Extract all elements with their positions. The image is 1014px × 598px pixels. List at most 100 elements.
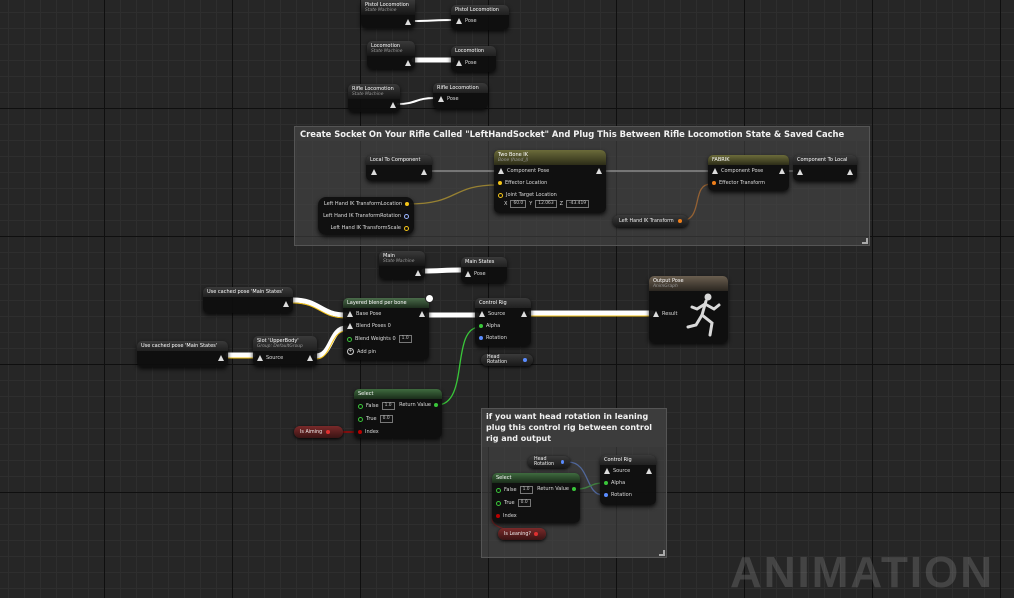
- pose-pin-icon[interactable]: [421, 169, 427, 175]
- false-value-field[interactable]: 1.0: [519, 486, 533, 494]
- cached-pose-node-2[interactable]: Use cached pose 'Main States': [137, 341, 228, 367]
- control-rig-node-2[interactable]: Control Rig Source Alpha Rotation: [600, 455, 656, 505]
- bool-pin-icon[interactable]: [533, 532, 538, 536]
- pose-pin-icon[interactable]: [456, 18, 462, 24]
- pose-pin-icon[interactable]: [257, 355, 263, 361]
- add-pin-icon[interactable]: +: [347, 348, 354, 355]
- left-hand-ik-transform-var[interactable]: Left Hand IK Transform: [613, 215, 688, 227]
- pose-pin-icon[interactable]: [218, 355, 224, 361]
- is-leaning-var[interactable]: Is Leaning?: [498, 528, 546, 540]
- fabrik-node[interactable]: FABRIK Component Pose Effector Transform: [708, 155, 789, 191]
- pose-pin-icon[interactable]: [521, 311, 527, 317]
- pose-node-locomotion[interactable]: Locomotion Pose: [451, 46, 496, 72]
- var-label: Head Rotation: [487, 355, 508, 365]
- pin-label: True: [504, 500, 515, 506]
- pose-pin-icon[interactable]: [347, 311, 353, 317]
- cached-pose-node-1[interactable]: Use cached pose 'Main States': [203, 287, 293, 313]
- float-pin-icon[interactable]: [496, 500, 501, 506]
- pose-pin-icon[interactable]: [479, 311, 485, 317]
- control-rig-node[interactable]: Control Rig Source Alpha Rotation: [475, 298, 531, 346]
- pose-pin-icon[interactable]: [405, 19, 411, 25]
- pin-label: Alpha: [611, 480, 626, 486]
- pose-node-rifle[interactable]: Rifle Locomotion Pose: [433, 83, 488, 109]
- float-pin-icon[interactable]: [358, 403, 363, 409]
- head-rotation-var-2[interactable]: Head Rotation: [528, 456, 570, 468]
- var-label: Left Hand IK Transform: [619, 218, 674, 224]
- joint-x-field[interactable]: 60.0: [510, 200, 527, 208]
- pose-pin-icon[interactable]: [604, 468, 610, 474]
- pose-pin-icon[interactable]: [283, 301, 289, 307]
- pose-pin-icon[interactable]: [419, 311, 425, 317]
- bool-pin-icon[interactable]: [496, 514, 500, 518]
- pin-label: Rotation: [611, 492, 632, 498]
- resize-handle-icon[interactable]: [862, 238, 868, 244]
- float-pin-icon[interactable]: [604, 481, 608, 485]
- vector-pin-icon[interactable]: [405, 202, 409, 206]
- pose-node-main[interactable]: Main States Pose: [461, 257, 507, 283]
- pose-pin-icon[interactable]: [371, 169, 377, 175]
- add-pin-button[interactable]: Add pin: [357, 348, 377, 355]
- pose-pin-icon[interactable]: [405, 60, 411, 66]
- bool-pin-icon[interactable]: [326, 430, 331, 434]
- pose-pin-icon[interactable]: [390, 102, 396, 108]
- pose-pin-icon[interactable]: [596, 168, 602, 174]
- true-value-field[interactable]: 0.0: [379, 415, 393, 423]
- rotator-pin-icon[interactable]: [604, 493, 608, 497]
- false-value-field[interactable]: 1.0: [381, 402, 395, 410]
- float-pin-icon[interactable]: [479, 324, 483, 328]
- slot-node[interactable]: Slot 'UpperBody'Group: DefaultGroup Sour…: [253, 336, 317, 366]
- vector-pin-icon[interactable]: [498, 181, 502, 185]
- rotator-pin-icon[interactable]: [561, 460, 564, 464]
- true-value-field[interactable]: 0.0: [517, 499, 531, 507]
- float-pin-icon[interactable]: [572, 487, 576, 491]
- pose-pin-icon[interactable]: [415, 270, 421, 276]
- pose-pin-icon[interactable]: [797, 169, 803, 175]
- pose-pin-icon[interactable]: [646, 468, 652, 474]
- pose-pin-icon[interactable]: [438, 96, 444, 102]
- rotator-pin-icon[interactable]: [523, 358, 527, 362]
- rotator-pin-icon[interactable]: [404, 213, 409, 219]
- pin-label: Component Pose: [721, 168, 764, 174]
- joint-y-field[interactable]: 12.063: [535, 200, 557, 208]
- layered-blend-per-bone-node[interactable]: Layered blend per bone Base Pose Blend P…: [343, 298, 429, 360]
- pose-pin-icon[interactable]: [653, 311, 659, 317]
- transform-pin-icon[interactable]: [677, 219, 682, 223]
- wire-pistol: [413, 19, 453, 22]
- float-pin-icon[interactable]: [496, 487, 501, 493]
- vector-pin-icon[interactable]: [498, 192, 503, 198]
- pose-pin-icon[interactable]: [456, 60, 462, 66]
- pose-node-pistol[interactable]: Pistol Locomotion Pose: [451, 5, 509, 30]
- pose-pin-icon[interactable]: [307, 355, 313, 361]
- blend-weight-field[interactable]: 1.0: [398, 335, 412, 343]
- component-to-local-node[interactable]: Component To Local: [793, 155, 857, 181]
- pose-pin-icon[interactable]: [779, 168, 785, 174]
- head-rotation-var[interactable]: Head Rotation: [481, 354, 533, 366]
- float-pin-icon[interactable]: [358, 416, 363, 422]
- local-to-component-node[interactable]: Local To Component: [366, 155, 432, 181]
- vector-pin-icon[interactable]: [404, 225, 409, 231]
- pose-pin-icon[interactable]: [712, 168, 718, 174]
- pose-pin-icon[interactable]: [347, 323, 353, 329]
- var-label: Is Aiming: [300, 429, 323, 435]
- joint-z-field[interactable]: -43.419: [566, 200, 590, 208]
- is-aiming-var[interactable]: Is Aiming: [294, 426, 343, 438]
- pose-pin-icon[interactable]: [465, 271, 471, 277]
- float-pin-icon[interactable]: [434, 403, 438, 407]
- pose-pin-icon[interactable]: [847, 169, 853, 175]
- bool-pin-icon[interactable]: [358, 430, 362, 434]
- break-transform-node[interactable]: Left Hand IK TransformLocation Left Hand…: [318, 197, 414, 235]
- float-pin-icon[interactable]: [347, 336, 352, 342]
- pin-label: Alpha: [486, 323, 501, 329]
- pose-pin-icon[interactable]: [498, 168, 504, 174]
- resize-handle-icon[interactable]: [659, 550, 665, 556]
- transform-pin-icon[interactable]: [712, 181, 716, 185]
- rotator-pin-icon[interactable]: [479, 336, 483, 340]
